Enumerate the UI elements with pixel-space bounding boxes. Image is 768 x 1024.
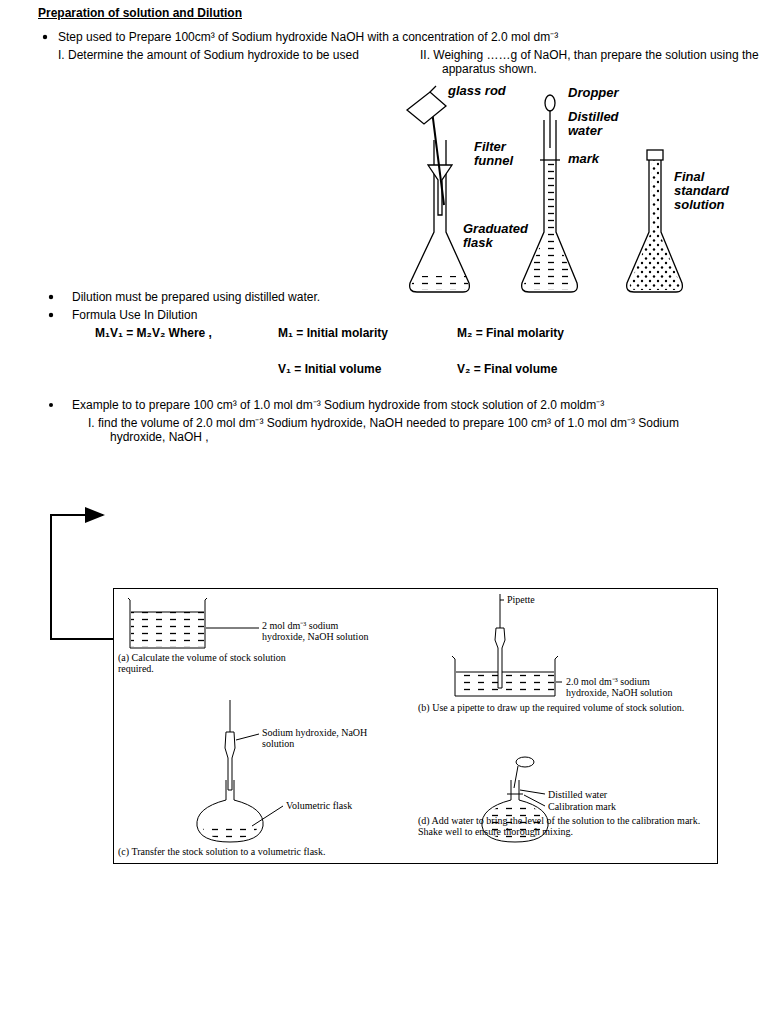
apparatus-label: Graduated flask	[463, 222, 533, 250]
formula: M₁V₁ = M₂V₂ Where ,	[95, 326, 275, 340]
apparatus-label: glass rod	[448, 84, 538, 98]
apparatus-label: mark	[568, 152, 618, 166]
figure-label: Pipette	[507, 594, 567, 605]
bullets	[43, 35, 53, 407]
dilution-figure	[128, 594, 562, 842]
figure-caption: (a) Calculate the volume of stock soluti…	[118, 652, 308, 674]
page-title: Preparation of solution and Dilution	[38, 6, 242, 20]
formula: M₂ = Final molarity	[457, 326, 627, 340]
figure-label: 2 mol dm⁻³ sodium hydroxide, NaOH soluti…	[262, 620, 382, 642]
bullet-text: Dilution must be prepared using distille…	[72, 290, 712, 304]
formula: M₁ = Initial molarity	[278, 326, 448, 340]
apparatus-label: Filter funnel	[474, 140, 536, 168]
example-text: Example to to prepare 100 cm³ of 1.0 mol…	[72, 398, 762, 412]
formula: V₁ = Initial volume	[278, 362, 448, 376]
figure-label: Calibration mark	[548, 801, 648, 812]
figure-caption: (b) Use a pipette to draw up the require…	[418, 702, 708, 713]
bracket-arrow	[51, 515, 113, 640]
apparatus-label: Distilled water	[568, 110, 632, 138]
apparatus-label: Dropper	[568, 86, 648, 100]
figure-frame	[114, 589, 718, 864]
bullet-text: Step used to Prepare 100cm³ of Sodium hy…	[58, 30, 748, 44]
bullet-text: Formula Use In Dilution	[72, 308, 712, 322]
figure-label: 2.0 mol dm⁻³ sodium hydroxide, NaOH solu…	[566, 676, 676, 698]
step-text: I. find the volume of 2.0 mol dm⁻³ Sodiu…	[88, 416, 728, 444]
formula: V₂ = Final volume	[457, 362, 627, 376]
figure-label: Sodium hydroxide, NaOH solution	[262, 727, 377, 749]
step-text: II. Weighing ……g of NaOH, than prepare t…	[420, 48, 760, 76]
figure-caption: (d) Add water to bring the level of the …	[418, 815, 708, 837]
figure-label: Distilled water	[548, 789, 648, 800]
figure-label: Volumetric flask	[286, 800, 356, 811]
figure-caption: (c) Transfer the stock solution to a vol…	[118, 846, 358, 857]
step-text: I. Determine the amount of Sodium hydrox…	[58, 48, 378, 62]
flask-apparatus	[407, 86, 682, 292]
apparatus-label: Final standard solution	[674, 170, 736, 212]
